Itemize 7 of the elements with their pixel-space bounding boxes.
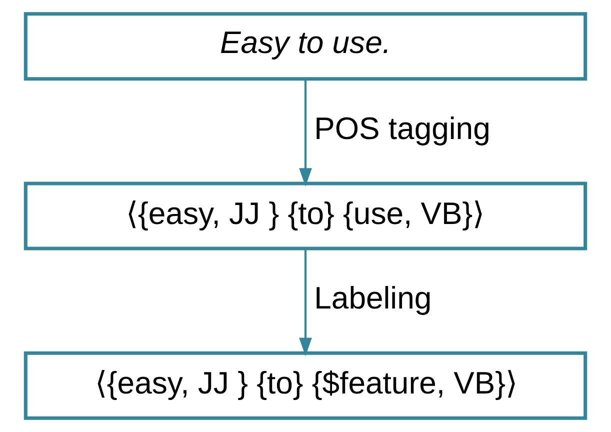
node-box: Easy to use. [24, 12, 588, 81]
node-box: ⟨{easy, JJ } {to} {use, VB}⟩ [24, 182, 588, 250]
edge-label: POS tagging [314, 111, 490, 146]
edge-label: Labeling [314, 280, 432, 316]
arrow [299, 79, 312, 187]
arrow [299, 248, 312, 356]
node-box: ⟨{easy, JJ } {to} {$feature, VB}⟩ [24, 351, 588, 420]
